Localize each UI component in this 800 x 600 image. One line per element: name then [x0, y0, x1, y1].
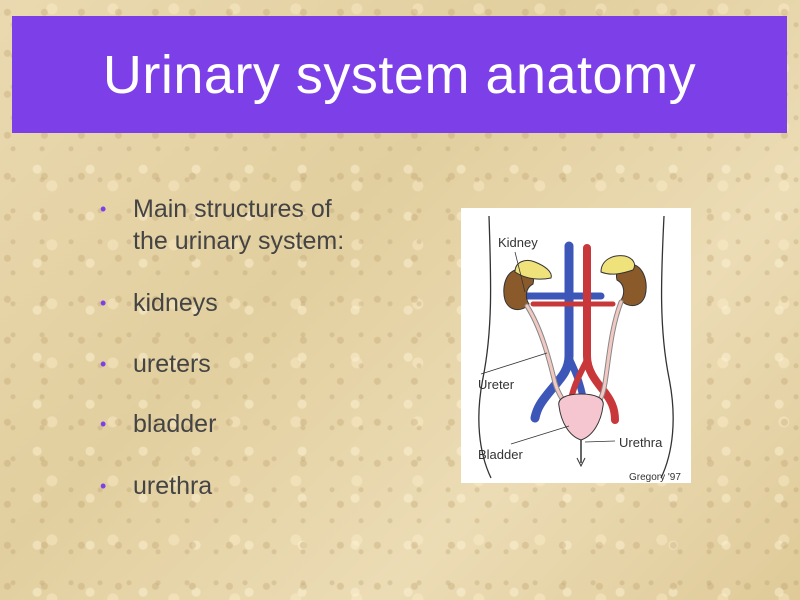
bullet-text-continued: the urinary system: [133, 227, 345, 255]
bullet-icon: • [100, 199, 107, 219]
bullet-item-bladder: • bladder [100, 408, 440, 440]
left-adrenal-gland [600, 255, 636, 275]
label-kidney: Kidney [498, 235, 538, 250]
urethra-tip [576, 457, 586, 468]
title-bar: Urinary system anatomy [12, 16, 787, 133]
bullet-item-ureters: • ureters [100, 348, 440, 380]
bullet-item-main-structures: • Main structures of the urinary system: [100, 193, 440, 257]
urethra-leader-line [584, 440, 616, 443]
urinary-diagram-svg: Kidney Ureter Bladder Urethra Gregory '9… [478, 215, 681, 483]
bullet-text: bladder [133, 410, 217, 438]
bullet-icon: • [100, 414, 107, 434]
bladder [558, 393, 604, 441]
bullet-text: kidneys [133, 289, 218, 317]
bullet-text: Main structures of [133, 195, 332, 223]
bullet-icon: • [100, 293, 107, 313]
torso-outline [660, 215, 674, 479]
label-ureter: Ureter [478, 377, 515, 392]
bullet-icon: • [100, 354, 107, 374]
bullet-text: urethra [133, 472, 213, 500]
slide-title: Urinary system anatomy [102, 44, 697, 105]
bullet-text: ureters [133, 350, 211, 378]
label-urethra: Urethra [619, 435, 663, 450]
torso-outline [478, 215, 492, 479]
bullet-item-kidneys: • kidneys [100, 287, 440, 319]
label-bladder: Bladder [478, 447, 523, 462]
right-adrenal-gland [514, 259, 552, 280]
label-credit: Gregory '97 [629, 472, 681, 483]
bullet-icon: • [100, 476, 107, 496]
kidney-leader-line [514, 251, 526, 293]
urinary-diagram: Kidney Ureter Bladder Urethra Gregory '9… [461, 208, 691, 483]
bladder-leader-line [510, 425, 570, 445]
bullet-item-urethra: • urethra [100, 470, 440, 502]
ureter-leader-line [480, 352, 548, 375]
bullet-list: • Main structures of the urinary system:… [100, 193, 440, 502]
